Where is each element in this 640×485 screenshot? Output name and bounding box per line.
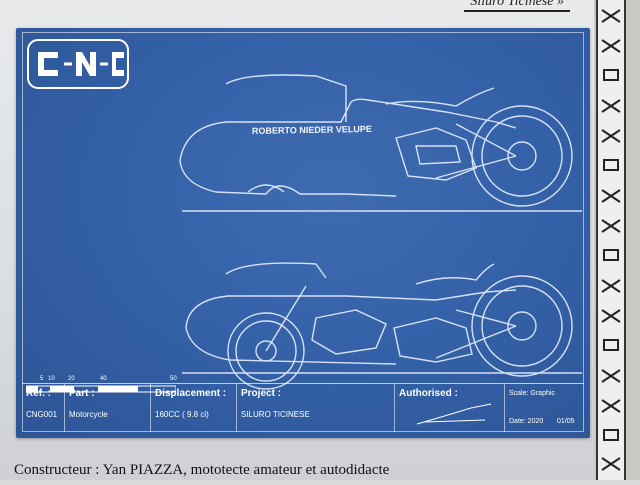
top-rear-wheel — [471, 105, 573, 207]
scale-date-cell: Scale: Graphic Date: 2020 01/05 — [504, 384, 585, 432]
header-text: Siluro Ticinese » — [464, 0, 570, 12]
bottom-engine — [311, 309, 387, 355]
top-canopy — [225, 74, 347, 122]
project-label: Project : — [241, 388, 282, 399]
scale-tick-20: 20 — [68, 376, 75, 382]
project-cell: Project : SILURO TICINESE — [236, 384, 395, 432]
authorised-cell: Authorised : — [394, 384, 505, 432]
ref-label: Ref. : — [26, 388, 51, 399]
scale-tick-40: 40 — [100, 376, 107, 382]
bottom-fairing-outline — [185, 289, 517, 329]
blueprint-sheet: ROBERTO NIEDER VELUPE 5 10 20 40 50 Ref.… — [16, 28, 590, 438]
blueprint-drawings: ROBERTO NIEDER VELUPE — [179, 74, 582, 390]
authorised-label: Authorised : — [399, 388, 458, 399]
cnc-logo — [26, 38, 130, 90]
part-value: Motorcycle — [69, 410, 108, 419]
cnc-logo-graphic — [27, 39, 129, 89]
top-engine — [395, 127, 477, 181]
bottom-rear-wheel — [471, 275, 573, 377]
top-fairing-outline — [179, 98, 517, 161]
part-cell: Part : Motorcycle — [64, 384, 151, 432]
scale-text: Scale: Graphic — [509, 390, 555, 397]
top-fairing-lower — [179, 159, 397, 197]
part-label: Part : — [69, 388, 95, 399]
displacement-value: 160CC ( 9.8 ci) — [155, 410, 209, 419]
blueprint-frame — [22, 32, 584, 432]
scale-tick-10: 10 — [48, 376, 55, 382]
date-text: Date: 2020 — [509, 418, 544, 425]
displacement-cell: Displacement : 160CC ( 9.8 ci) — [150, 384, 237, 432]
fairing-text-drawn: ROBERTO NIEDER VELUPE — [252, 124, 372, 136]
header-top-text: Siluro Ticinese » — [470, 0, 564, 9]
bottom-fork — [265, 285, 307, 352]
title-block: Ref. : CNG001 Part : Motorcycle Displace… — [22, 383, 584, 432]
signature-graphic — [416, 403, 492, 425]
bottom-canopy — [225, 262, 327, 279]
top-seat — [385, 87, 495, 107]
zigzag-border-pattern — [601, 9, 621, 471]
scale-tick-5: 5 — [40, 376, 44, 382]
decorative-border — [596, 0, 626, 480]
scale-tick-50: 50 — [170, 376, 177, 382]
bottom-fairing-lower — [185, 327, 397, 365]
bottom-front-wheel — [227, 312, 305, 390]
displacement-label: Displacement : — [155, 388, 227, 399]
caption-text: Constructeur : Yan PIAZZA, mototecte ama… — [14, 462, 390, 478]
bottom-seat — [415, 263, 495, 285]
project-value: SILURO TICINESE — [241, 410, 310, 419]
sheet-text: 01/05 — [557, 418, 575, 425]
ref-value: CNG001 — [26, 410, 58, 419]
ref-cell: Ref. : CNG001 — [22, 384, 64, 432]
top-front-wheel-arch — [247, 184, 285, 193]
